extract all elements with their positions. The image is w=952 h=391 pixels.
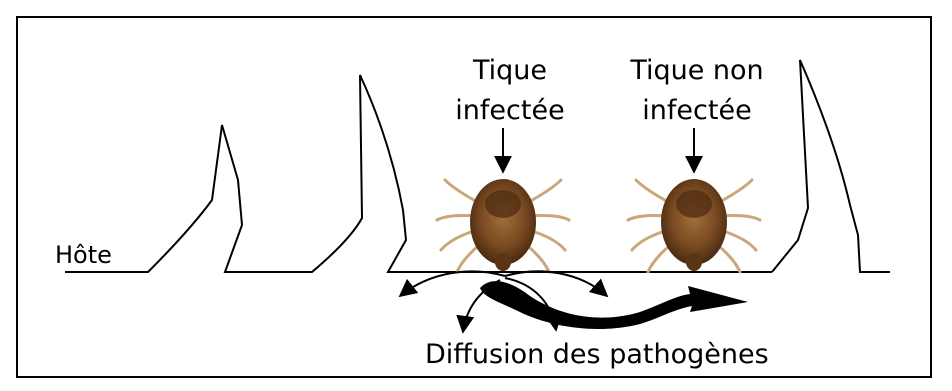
host-skin-outline [65, 75, 462, 272]
infected-tick-label: Tique infectée [425, 51, 595, 131]
host-skin-outline-right [772, 60, 890, 272]
uninfected-tick-image [628, 179, 760, 272]
infected-tick-label-line1: Tique [425, 51, 595, 91]
uninfected-tick-label-line1: Tique non [612, 51, 782, 91]
uninfected-tick-label: Tique non infectée [612, 51, 782, 131]
transfer-arrow [480, 281, 748, 329]
diffusion-label: Diffusion des pathogènes [425, 341, 769, 368]
infected-tick-image [437, 179, 569, 272]
host-label: Hôte [55, 243, 112, 267]
infected-tick-label-line2: infectée [425, 91, 595, 131]
uninfected-tick-label-line2: infectée [612, 91, 782, 131]
